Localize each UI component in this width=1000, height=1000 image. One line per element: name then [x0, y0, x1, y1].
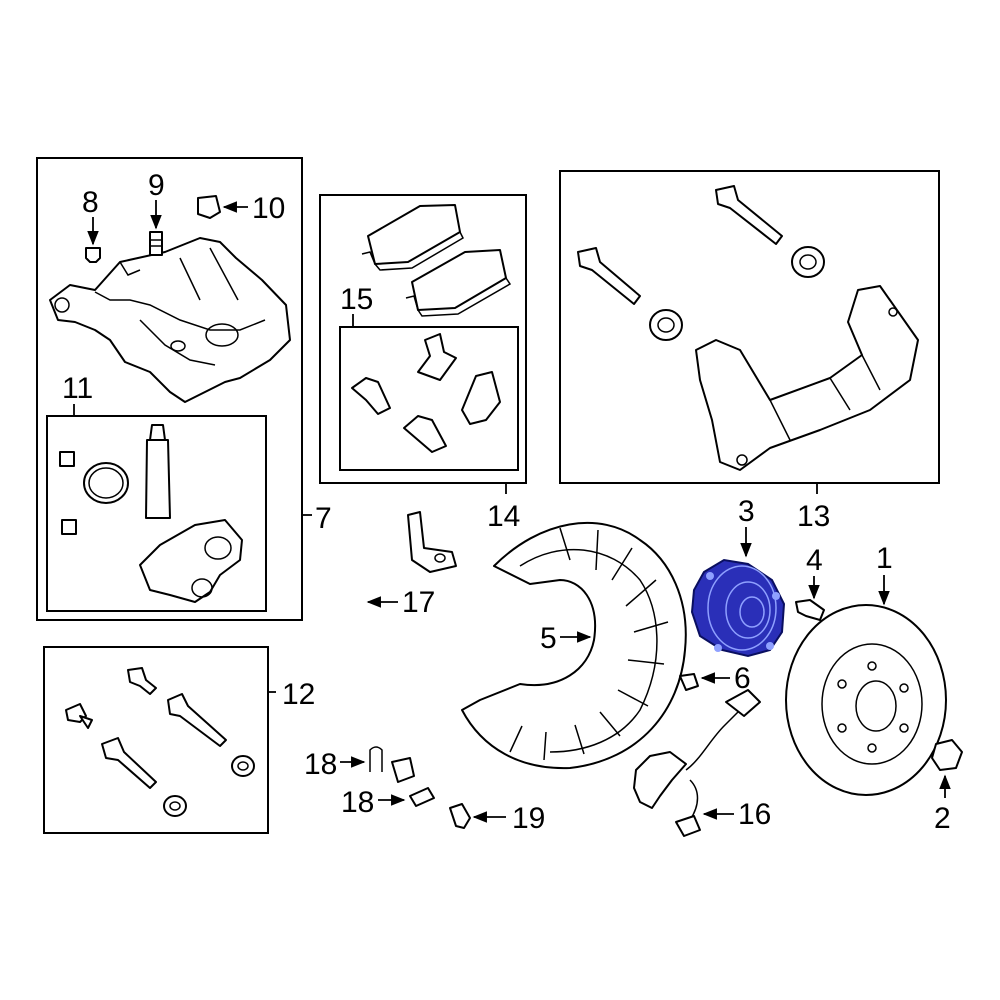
callout-3: 3 [738, 495, 755, 528]
group-box-pad-clips [339, 326, 519, 471]
callout-14: 14 [487, 500, 520, 533]
callout-6: 6 [734, 662, 751, 695]
callout-1: 1 [876, 542, 893, 575]
guide-pin-upper[interactable] [715, 185, 783, 245]
caliper-body[interactable] [49, 237, 291, 403]
hub-mounting-bolt[interactable] [795, 599, 825, 621]
brake-rotor[interactable] [785, 604, 947, 796]
callout-4: 4 [806, 544, 823, 577]
group-box-caliper [36, 157, 303, 621]
speed-sensor-bolt[interactable] [679, 673, 699, 691]
group-box-caliper-repair-kit [46, 415, 267, 612]
callout-19: 19 [512, 802, 545, 835]
callout-18b: 18 [341, 786, 374, 819]
hose-bolt[interactable] [449, 803, 471, 829]
callout-8: 8 [82, 186, 99, 219]
hardware-bolts[interactable] [65, 667, 255, 817]
dust-shield[interactable] [461, 521, 687, 770]
callout-15: 15 [340, 283, 373, 316]
callout-10: 10 [252, 192, 285, 225]
hose-clip-lower[interactable] [409, 787, 435, 807]
guide-pin-lower[interactable] [577, 247, 641, 305]
brake-hose[interactable] [358, 511, 457, 783]
pad-clips[interactable] [351, 333, 501, 453]
hose-clip-upper[interactable] [369, 746, 383, 772]
callout-11: 11 [62, 372, 93, 405]
repair-kit-parts[interactable] [59, 424, 243, 603]
bleeder-bolt[interactable] [85, 247, 101, 263]
hub-bearing-assembly[interactable] [690, 558, 786, 658]
group-box-caliper-bracket [559, 170, 940, 484]
callout-13: 13 [797, 500, 830, 533]
callout-18a: 18 [304, 748, 337, 781]
bleeder-cap[interactable] [197, 195, 221, 219]
callout-9: 9 [148, 169, 165, 202]
callout-7: 7 [315, 502, 332, 535]
callout-12: 12 [282, 678, 315, 711]
group-box-brake-pads [319, 194, 527, 484]
bleeder-screw[interactable] [149, 231, 163, 256]
group-box-hardware [43, 646, 269, 834]
callout-5: 5 [540, 622, 557, 655]
callout-16: 16 [738, 798, 771, 831]
wheel-nut[interactable] [931, 739, 963, 771]
brake-pad-outer[interactable] [405, 249, 512, 317]
pin-boot-upper[interactable] [791, 246, 825, 278]
callout-2: 2 [934, 802, 951, 835]
callout-17: 17 [402, 586, 435, 619]
brake-pad-inner[interactable] [361, 204, 464, 271]
caliper-bracket[interactable] [695, 285, 919, 471]
pin-boot-lower[interactable] [649, 309, 683, 341]
wheel-speed-sensor[interactable] [633, 689, 761, 837]
